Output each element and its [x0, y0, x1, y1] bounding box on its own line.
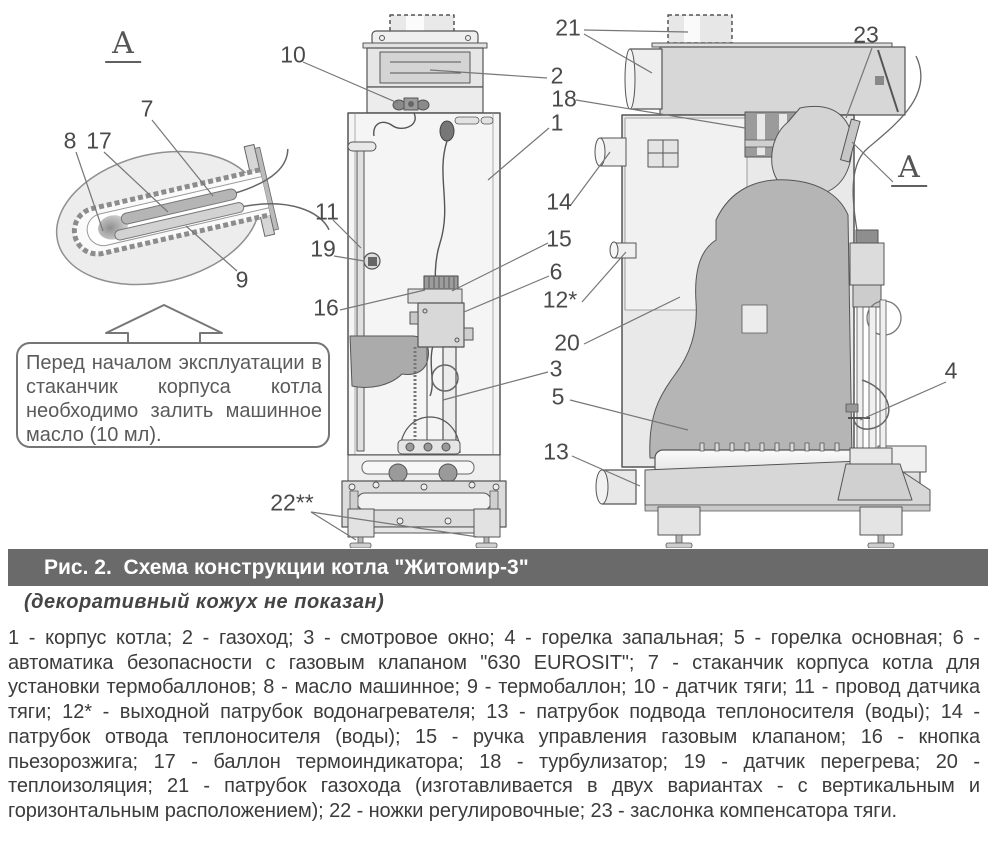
callout-23: 23: [853, 21, 879, 48]
callout-17: 17: [86, 127, 112, 154]
callout-1: 1: [550, 109, 564, 136]
callout-12: 12*: [542, 286, 578, 313]
callout-4: 4: [944, 357, 958, 384]
callout-21: 21: [555, 14, 581, 41]
callout-5: 5: [551, 383, 565, 410]
detail-view-a: [55, 119, 330, 344]
callout-10: 10: [280, 41, 306, 68]
callout-20: 20: [554, 329, 580, 356]
note-text: Перед началом эксплуатации в стаканчик к…: [26, 352, 322, 446]
callout-15: 15: [546, 225, 572, 252]
callout-6: 6: [549, 258, 563, 285]
callout-8: 8: [63, 127, 77, 154]
callout-2: 2: [550, 62, 564, 89]
legend-text: 1 - корпус котла; 2 - газоход; 3 - смотр…: [8, 627, 980, 822]
callout-16: 16: [313, 294, 339, 321]
callout-9: 9: [235, 266, 249, 293]
boiler-diagram: [55, 14, 947, 548]
callout-13: 13: [543, 438, 569, 465]
callout-7: 7: [140, 95, 154, 122]
callout-11: 11: [315, 198, 339, 225]
detail-a-marker: A: [105, 29, 141, 63]
callout-3: 3: [549, 355, 563, 382]
front-view: [302, 14, 550, 548]
ref-a-marker: A: [891, 153, 927, 187]
figure-caption: Рис. 2. Схема конструкции котла "Житомир…: [44, 556, 529, 579]
callout-19: 19: [310, 235, 336, 262]
note-arrow: [105, 304, 223, 344]
note-box: [16, 342, 330, 448]
figure-caption-bar: Рис. 2. Схема конструкции котла "Житомир…: [8, 549, 988, 586]
callout-18: 18: [551, 85, 577, 112]
callout-14: 14: [546, 188, 572, 215]
figure-subcaption: (декоративный кожух не показан): [24, 591, 385, 613]
side-view: [569, 14, 947, 548]
callout-22: 22**: [270, 489, 314, 516]
